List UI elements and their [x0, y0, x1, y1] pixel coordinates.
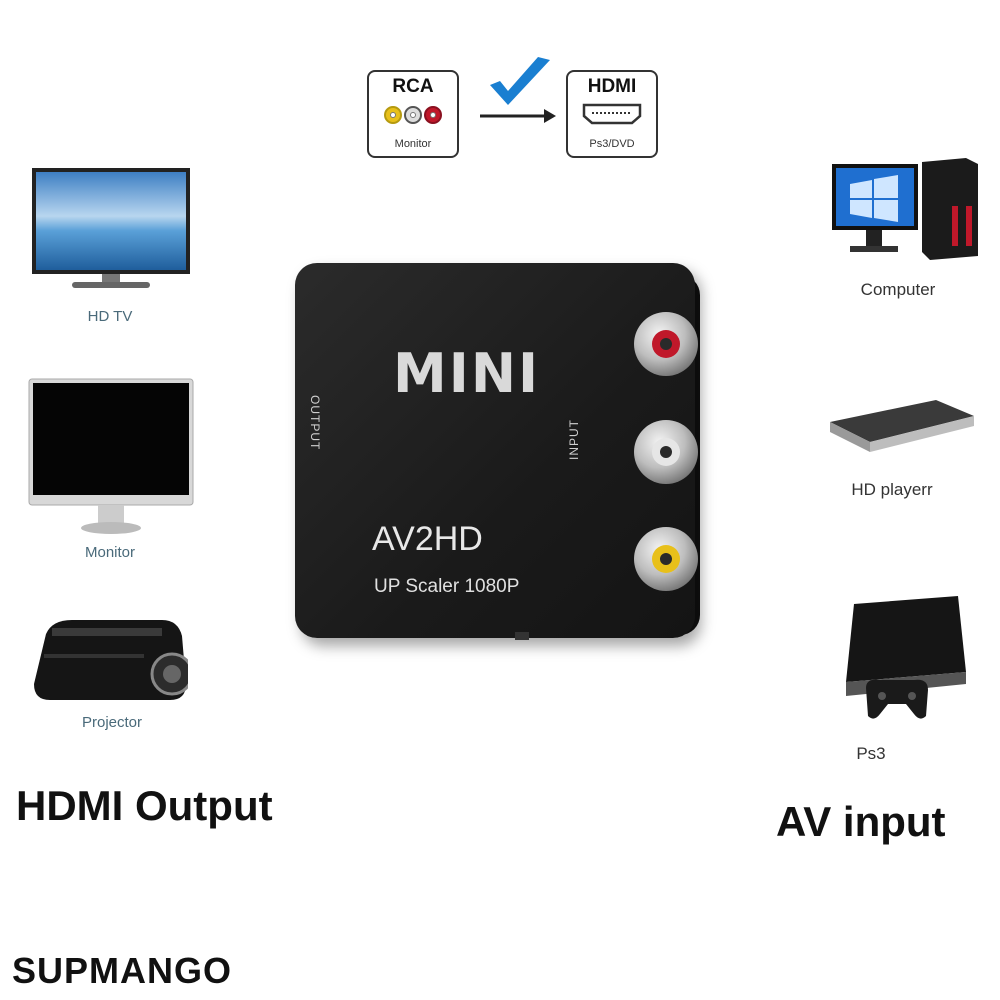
left-device-label-hdtv: HD TV [87, 308, 133, 325]
hdmi-badge-sub: Ps3/DVD [589, 138, 635, 150]
check-icon [490, 57, 550, 105]
rca-jacks-icon [369, 98, 457, 129]
av-input-heading: AV input [776, 798, 946, 845]
projector-icon [34, 620, 188, 700]
computer-icon [832, 158, 978, 260]
brand-watermark: SUPMANGO [12, 950, 233, 991]
converter-brand-text: MINI [393, 342, 541, 405]
left-device-label-monitor: Monitor [84, 544, 136, 561]
rca-jack-yellow [634, 527, 698, 591]
rca-badge-sub: Monitor [394, 138, 432, 150]
hd-tv-icon [32, 168, 190, 288]
hdmi-badge-title: HDMI [587, 76, 637, 97]
left-device-label-projector: Projector [81, 714, 143, 731]
rca-badge-title: RCA [392, 76, 434, 97]
hd-player-icon [830, 400, 974, 452]
converter-spec: UP Scaler 1080P [374, 576, 520, 597]
monitor-icon [28, 378, 194, 534]
input-label: INPUT [567, 419, 581, 460]
rca-jack-red [634, 312, 698, 376]
ps3-icon [846, 596, 966, 719]
converter-model: AV2HD [372, 520, 483, 558]
arrow-right-icon [480, 109, 556, 123]
rca-jack-white [634, 420, 698, 484]
av2hd-converter [295, 263, 695, 638]
right-device-label-computer: Computer [860, 280, 936, 299]
output-label: OUTPUT [308, 395, 322, 451]
hdmi-output-heading: HDMI Output [16, 782, 273, 829]
rca-badge: RCA Monitor [367, 70, 459, 158]
hdmi-badge: HDMI Ps3/DVD [566, 70, 658, 158]
right-device-label-ps3: Ps3 [856, 744, 886, 763]
converter-foot [515, 632, 529, 640]
right-device-label-hd-player: HD playerr [851, 480, 933, 499]
hdmi-port-icon [582, 103, 642, 125]
